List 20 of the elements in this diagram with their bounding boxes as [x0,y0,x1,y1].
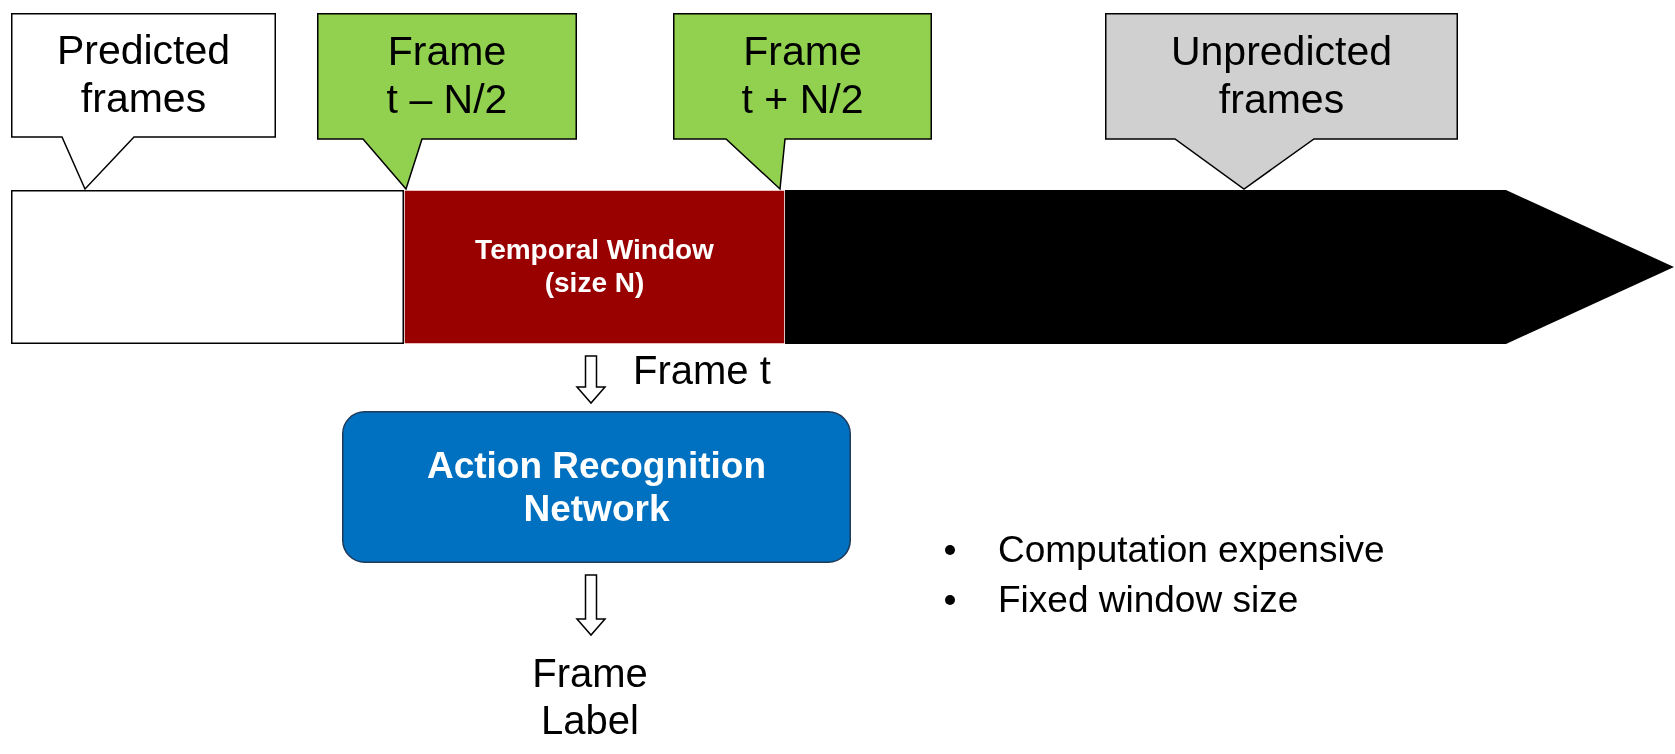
callout-box [11,13,276,190]
process-box [342,411,851,563]
hollow-arrow [575,355,607,405]
node-label: Temporal Window (size N) [474,234,715,300]
callout-box [673,13,932,190]
callout-box [317,13,577,190]
node-label: Frame t + N/2 [740,28,865,124]
timeline-segment [11,190,404,344]
hollow-arrow [575,574,607,637]
node-label: Frame t – N/2 [385,28,509,124]
edge-label: Frame t [633,348,771,393]
node-label: Predicted frames [55,27,232,123]
output-label-text: Frame Label [531,650,649,744]
timeline-arrow [785,190,1674,344]
note-text: Computation expensive [998,529,1385,570]
callout-box [1105,13,1458,190]
timeline-segment [404,190,785,344]
node-label: Action Recognition Network [425,443,768,531]
note-text: Fixed window size [998,579,1299,620]
node-label: Unpredicted frames [1169,28,1394,124]
